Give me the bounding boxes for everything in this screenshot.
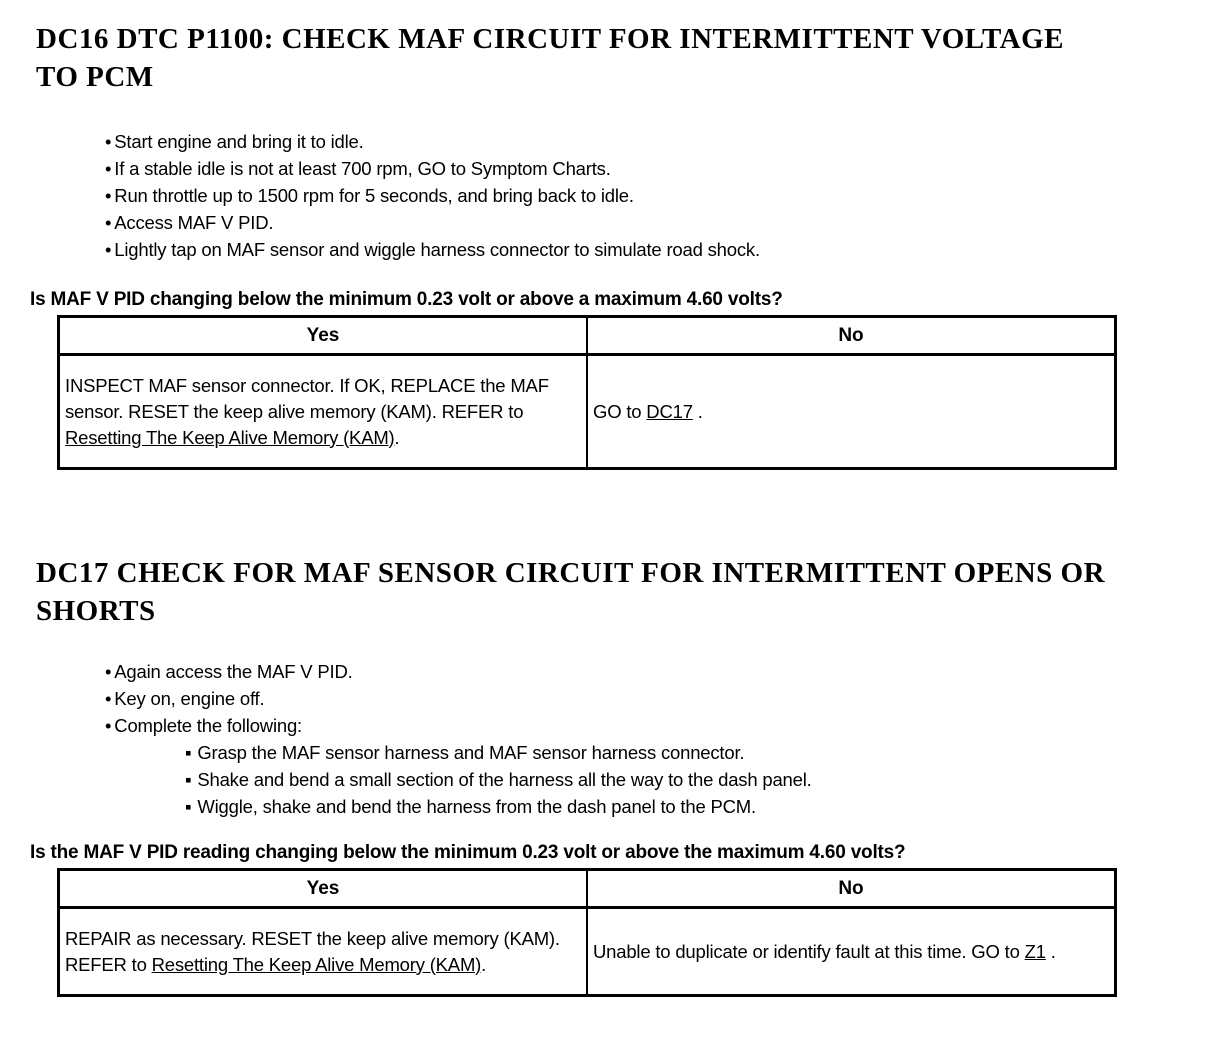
cell-text: Unable to duplicate or identify fault at… <box>593 940 1025 962</box>
decision-table-dc16: Yes No INSPECT MAF sensor connector. If … <box>57 315 1117 470</box>
link-resetting-kam[interactable]: Resetting The Keep Alive Memory (KAM) <box>65 426 395 448</box>
cell-text: . <box>1045 940 1056 962</box>
link-resetting-kam[interactable]: Resetting The Keep Alive Memory (KAM) <box>151 953 482 975</box>
decision-table-dc17: Yes No REPAIR as necessary. RESET the ke… <box>57 868 1117 997</box>
sub-bullet-list-dc17: Grasp the MAF sensor harness and MAF sen… <box>0 739 1216 820</box>
link-dc17[interactable]: DC17 <box>646 400 693 422</box>
bullet-item: If a stable idle is not at least 700 rpm… <box>105 155 1216 182</box>
cell-text: REPAIR as necessary. RESET the keep aliv… <box>65 927 560 975</box>
section-heading-dc17: DC17 CHECK FOR MAF SENSOR CIRCUIT FOR IN… <box>36 557 1106 627</box>
table-cell-yes-action: REPAIR as necessary. RESET the keep aliv… <box>57 906 588 997</box>
table-header-row: Yes No <box>57 868 1117 909</box>
cell-text: . <box>481 953 487 975</box>
bullet-item: Lightly tap on MAF sensor and wiggle har… <box>105 236 1216 263</box>
table-header-yes: Yes <box>57 315 588 356</box>
table-header-yes: Yes <box>57 868 588 909</box>
service-manual-document: DC16 DTC P1100: CHECK MAF CIRCUIT FOR IN… <box>0 0 1216 997</box>
bullet-item: Complete the following: <box>105 712 1216 739</box>
link-z1[interactable]: Z1 <box>1024 940 1046 962</box>
bullet-item: Again access the MAF V PID. <box>105 658 1216 685</box>
table-header-no: No <box>586 868 1117 909</box>
cell-text: GO to <box>593 400 647 422</box>
bullet-item: Start engine and bring it to idle. <box>105 128 1216 155</box>
cell-text: . <box>394 426 400 448</box>
table-row: INSPECT MAF sensor connector. If OK, REP… <box>57 353 1117 470</box>
table-header-no: No <box>586 315 1117 356</box>
bullet-item: Access MAF V PID. <box>105 209 1216 236</box>
table-cell-yes-action: INSPECT MAF sensor connector. If OK, REP… <box>57 353 588 470</box>
cell-text: . <box>692 400 703 422</box>
question-dc17: Is the MAF V PID reading changing below … <box>30 842 906 863</box>
bullet-list-dc17: Again access the MAF V PID. Key on, engi… <box>0 658 1216 739</box>
bullet-list-dc16: Start engine and bring it to idle. If a … <box>0 128 1216 263</box>
bullet-item: Key on, engine off. <box>105 685 1216 712</box>
table-row: REPAIR as necessary. RESET the keep aliv… <box>57 906 1117 997</box>
cell-text: INSPECT MAF sensor connector. If OK, REP… <box>65 374 549 422</box>
table-cell-no-action: GO to DC17 . <box>586 353 1117 470</box>
sub-bullet-item: Wiggle, shake and bend the harness from … <box>185 793 1216 820</box>
table-cell-no-action: Unable to duplicate or identify fault at… <box>586 906 1117 997</box>
question-dc16: Is MAF V PID changing below the minimum … <box>30 289 783 310</box>
bullet-item: Run throttle up to 1500 rpm for 5 second… <box>105 182 1216 209</box>
sub-bullet-item: Grasp the MAF sensor harness and MAF sen… <box>185 739 1216 766</box>
sub-bullet-item: Shake and bend a small section of the ha… <box>185 766 1216 793</box>
section-heading-dc16: DC16 DTC P1100: CHECK MAF CIRCUIT FOR IN… <box>36 23 1064 93</box>
table-header-row: Yes No <box>57 315 1117 356</box>
